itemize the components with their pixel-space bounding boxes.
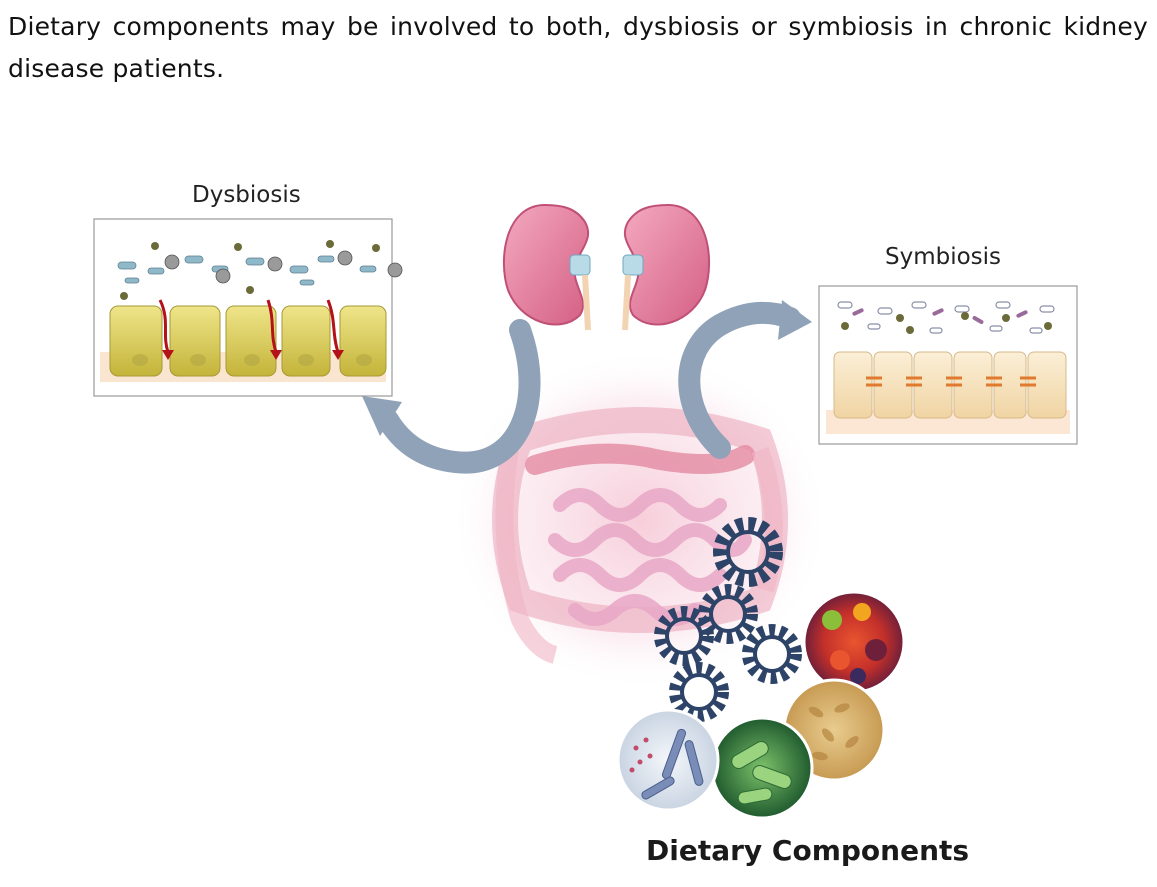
- intestine-illustration: [450, 350, 830, 690]
- symbiosis-label: Symbiosis: [885, 244, 1002, 270]
- symbiosis-epithelium: [833, 351, 1067, 419]
- arrow-to-dysbiosis: [362, 319, 541, 474]
- fruit-plate-icon: [802, 590, 906, 694]
- dysbiosis-label: Dysbiosis: [192, 182, 301, 208]
- symbiosis-particles: [841, 312, 1052, 334]
- dietary-components-label: Dietary Components: [646, 834, 970, 867]
- leak-arrows: [158, 299, 340, 353]
- dysbiosis-epithelium: [109, 305, 387, 377]
- kidney-pair-icon: [502, 203, 711, 331]
- dysbiosis-viruses: [164, 250, 403, 284]
- tight-junctions: [866, 376, 1036, 387]
- dysbiosis-particles: [120, 240, 380, 300]
- arrow-to-symbiosis: [678, 300, 812, 459]
- symbiosis-bacteria: [837, 301, 1055, 334]
- fiber-molecule-icon: [616, 708, 720, 812]
- gear-cluster-icon: [654, 517, 802, 722]
- caption: Dietary components may be involved to bo…: [8, 12, 1148, 83]
- bacteria-icon: [710, 716, 814, 820]
- symbiosis-panel: [818, 285, 1078, 445]
- dysbiosis-bacteria: [117, 255, 377, 286]
- dysbiosis-panel: [93, 218, 403, 397]
